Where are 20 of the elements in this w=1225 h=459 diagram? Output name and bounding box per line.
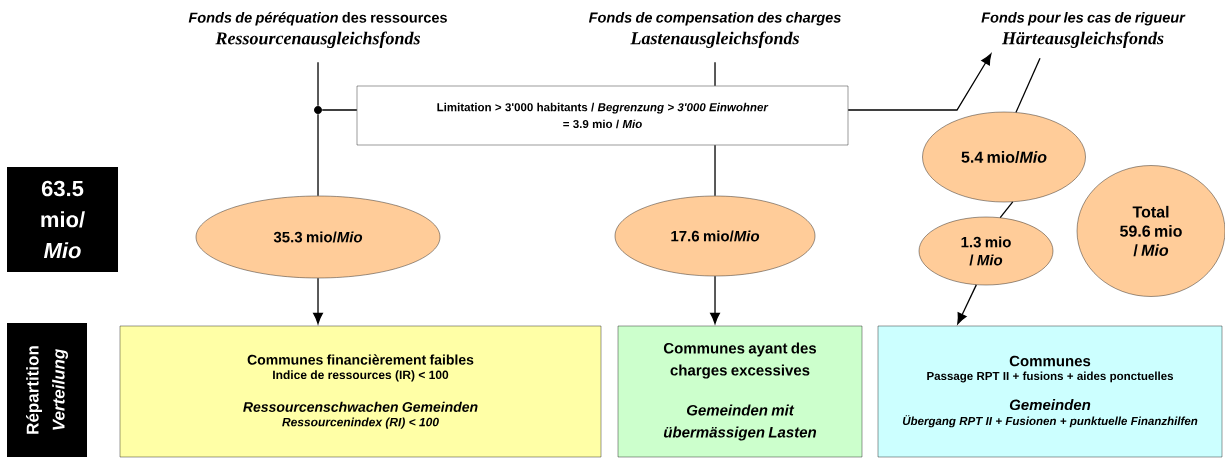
amount-box: 63.5 mio/ Mio [7, 167, 118, 272]
connector-line [317, 61, 319, 107]
arrow [313, 277, 323, 325]
recipient-box: Communes Passage RPT II + fusions + aides ponctuelles Gemeinden Übergang RPT II + Fusionen + punktuelle Finanzhilfen [877, 325, 1223, 458]
connector-line [317, 113, 319, 197]
recipient-box: Communes financièrement faibles Indice de ressources (IR) < 100 Ressourcenschwachen Gemeinden Ressourcenindex (RI) < 100 [119, 325, 602, 458]
limitation-box: Limitation > 3'000 habitants / Begrenzung > 3'000 Einwohner = 3.9 mio / Mio [356, 85, 849, 146]
arrow [710, 275, 720, 325]
fund-heading: Fonds de péréquation des ressources Ressourcenausgleichsfonds [188, 11, 447, 49]
fund-heading: Fonds de compensation des charges Lastenausgleichsfonds [588, 12, 841, 48]
arrow [957, 284, 977, 325]
connector-line [1015, 57, 1041, 113]
connector-line [714, 144, 716, 197]
fund-heading: Fonds pour les cas de rigueur Härteausgleichsfonds [981, 12, 1186, 48]
connector-line [999, 201, 1014, 219]
side-label-box: Répartition Verteilung [7, 323, 87, 457]
recipient-box: Communes ayant des charges excessives Gemeinden mit übermässigen Lasten [617, 325, 863, 458]
connector-line [321, 109, 358, 111]
arrow [847, 53, 992, 111]
connector-line [714, 61, 716, 87]
